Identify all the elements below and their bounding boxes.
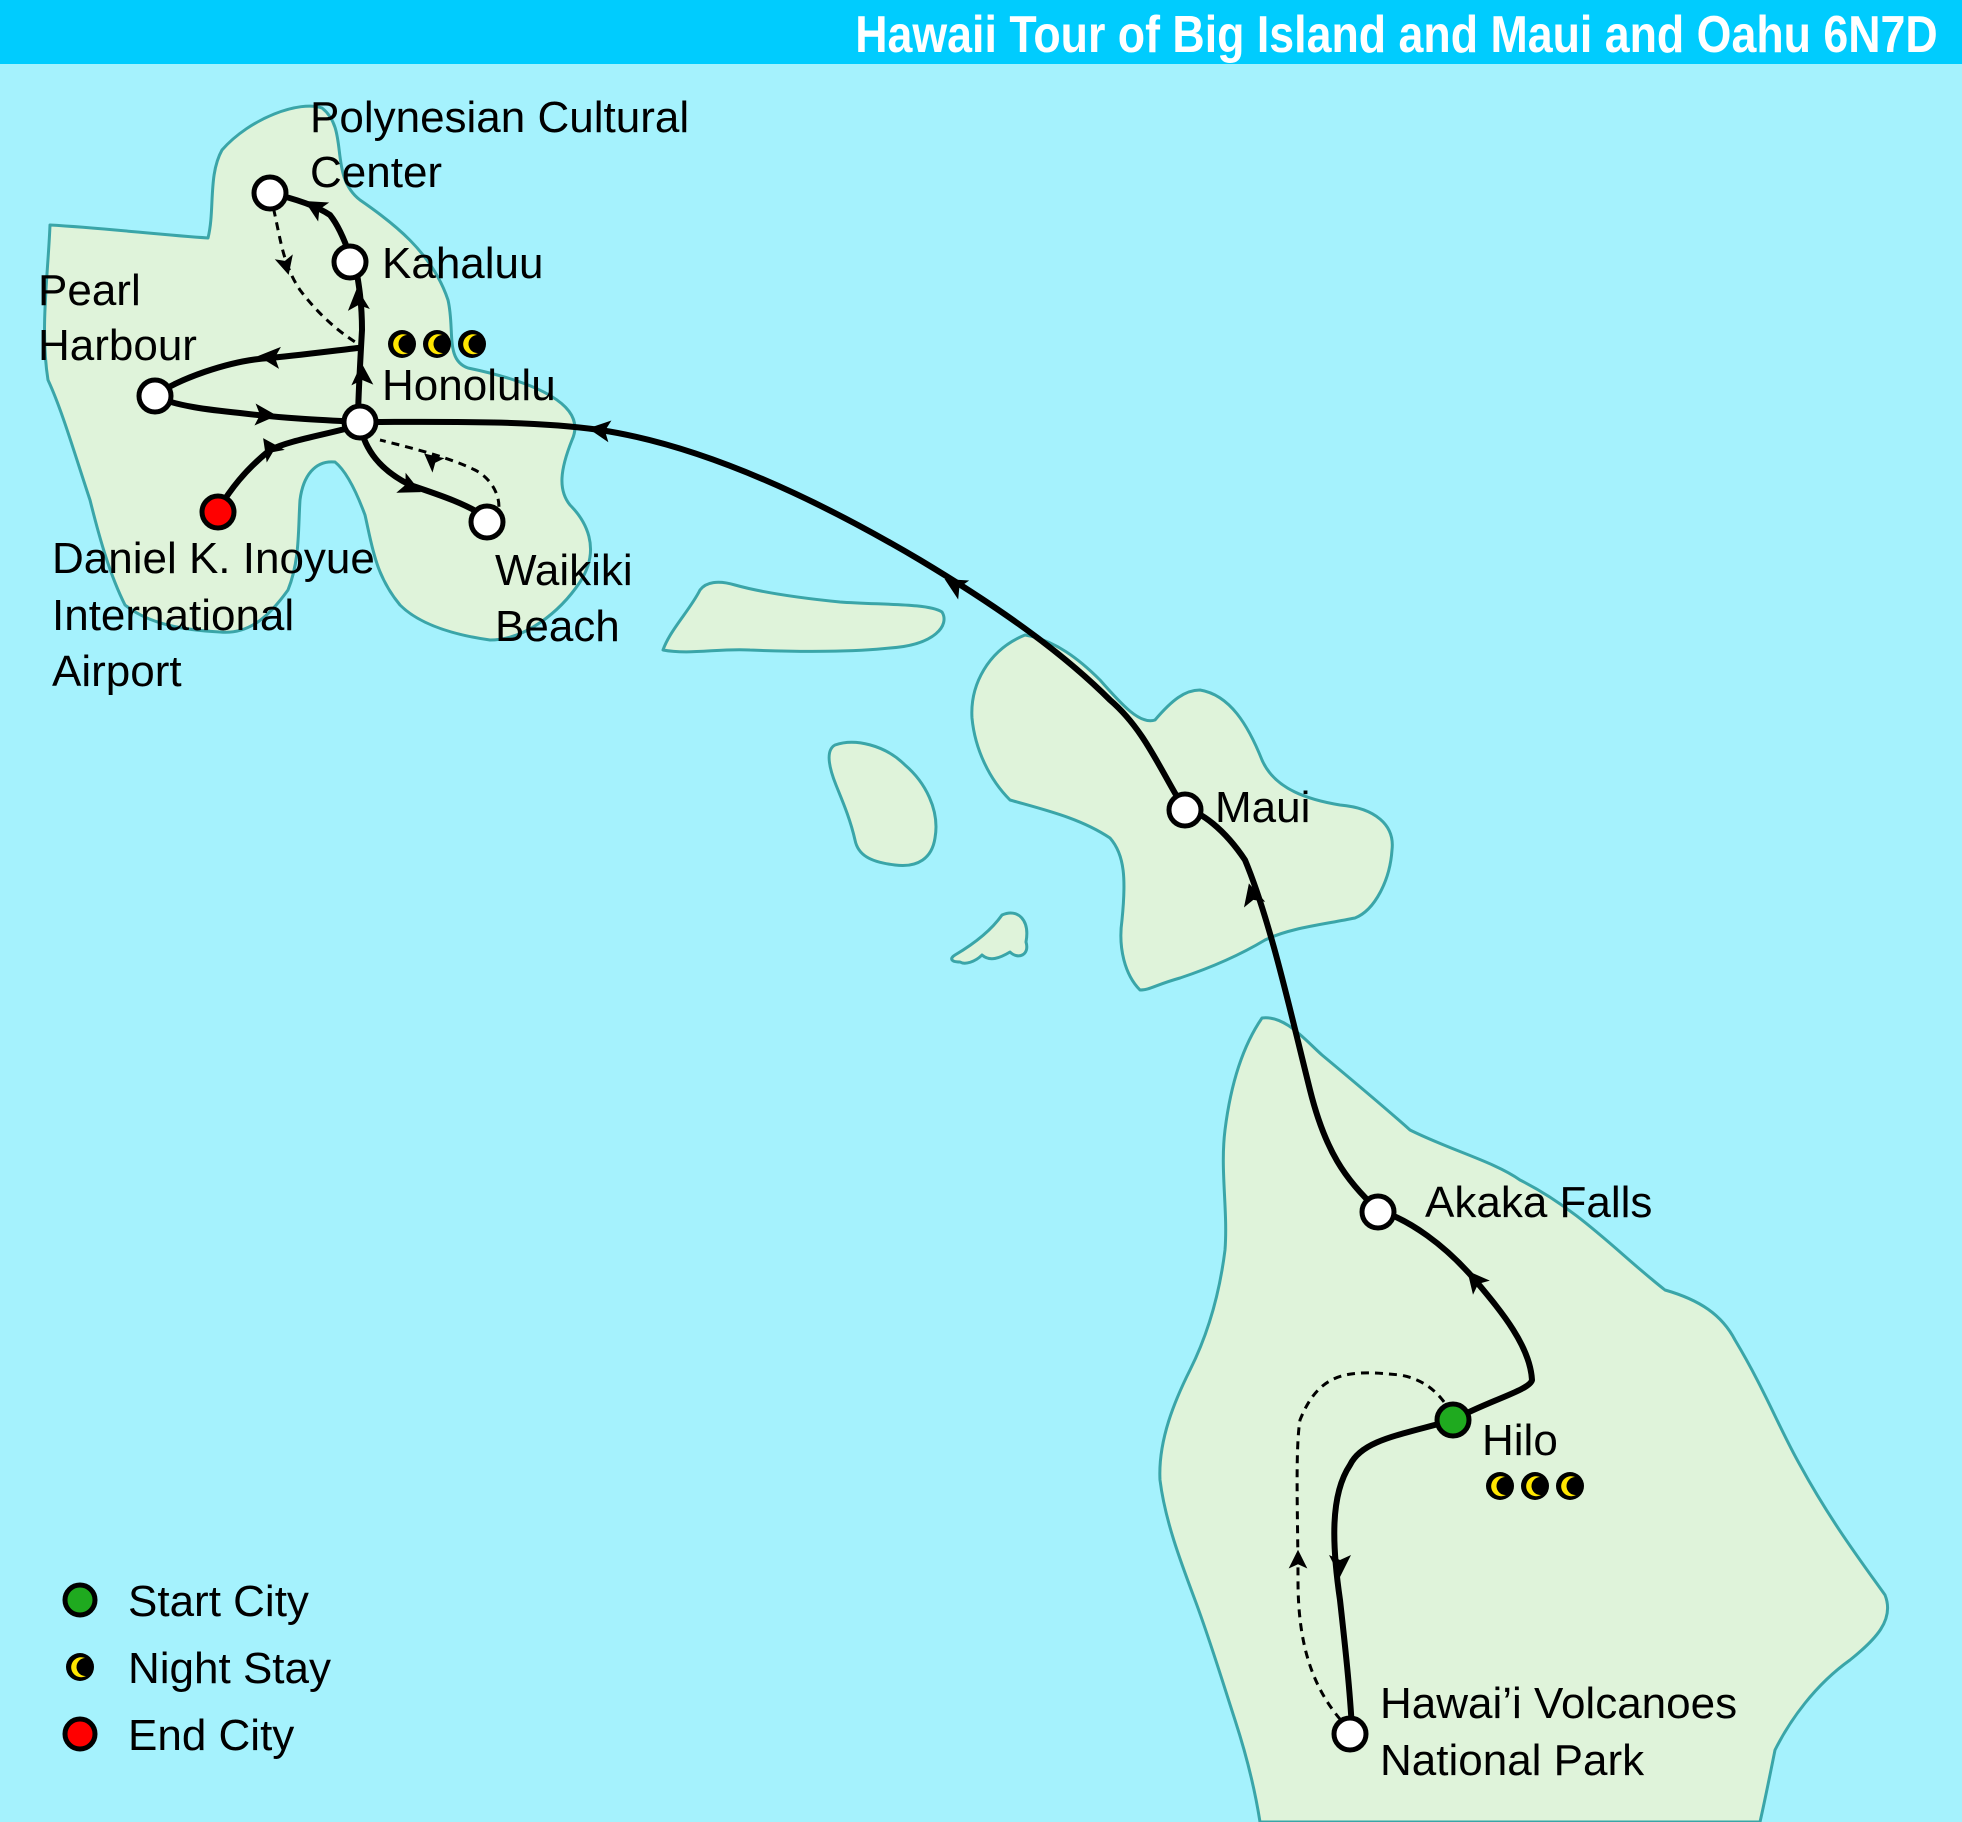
route-hilo-volcano <box>1331 1417 1456 1733</box>
title-bar: Hawaii Tour of Big Island and Maui and O… <box>0 0 1962 64</box>
label-airport-1: Daniel K. Inoyue <box>52 534 375 583</box>
island-oahu <box>43 104 592 642</box>
crescent-moon-icon <box>458 330 486 358</box>
route-maui-honolulu <box>357 418 1188 813</box>
route-akaka-maui <box>1182 807 1381 1213</box>
crescent-moon-icon <box>1556 1472 1584 1500</box>
route-honolulu-pearl <box>152 393 363 425</box>
green-circle-icon <box>62 1582 98 1618</box>
legend: Start City Night Stay End City <box>62 1577 331 1760</box>
stop-kahaluu <box>331 243 369 281</box>
stops <box>136 174 1472 1753</box>
label-polynesian-1: Polynesian Cultural <box>310 93 689 142</box>
label-honolulu: Honolulu <box>382 361 556 410</box>
crescent-moon-icon <box>388 330 416 358</box>
island-lanai <box>827 740 938 868</box>
label-pearl-1: Pearl <box>38 266 141 315</box>
legend-end-label: End City <box>128 1711 294 1760</box>
island-kahoolawe <box>950 911 1029 965</box>
stop-airport-end <box>199 493 237 531</box>
label-akaka-falls: Akaka Falls <box>1425 1178 1652 1227</box>
stop-akaka-falls <box>1359 1193 1397 1231</box>
label-waikiki-2: Beach <box>495 602 620 651</box>
label-maui: Maui <box>1215 783 1310 832</box>
label-kahaluu: Kahaluu <box>382 239 543 288</box>
crescent-moon-icon <box>423 330 451 358</box>
legend-start-label: Start City <box>128 1577 309 1626</box>
stop-pearl-harbour <box>136 377 174 415</box>
crescent-moon-icon <box>1521 1472 1549 1500</box>
label-airport-2: International <box>52 591 294 640</box>
label-hilo: Hilo <box>1482 1416 1558 1465</box>
dashed-routes <box>268 194 1457 1732</box>
dashed-route-volcano-hilo <box>1295 1371 1457 1732</box>
route-hilo-akaka <box>1375 1207 1535 1423</box>
label-volcano-1: Hawai’i Volcanoes <box>1380 1679 1737 1728</box>
label-waikiki-1: Waikiki <box>495 546 633 595</box>
stop-maui <box>1166 791 1204 829</box>
crescent-moon-icon <box>66 1653 94 1681</box>
dashed-route-polynesian-kahaluu <box>268 194 361 347</box>
islands <box>43 104 1890 1822</box>
solid-routes <box>152 190 1535 1733</box>
label-volcano-2: National Park <box>1380 1736 1645 1785</box>
island-molokai <box>661 580 946 654</box>
night-stays-honolulu <box>388 330 486 358</box>
place-labels: Polynesian Cultural Center Kahaluu Pearl… <box>38 93 1737 1785</box>
dashed-route-waikiki-honolulu <box>379 438 501 521</box>
red-circle-icon <box>62 1716 98 1752</box>
label-airport-3: Airport <box>52 647 182 696</box>
stop-honolulu <box>341 403 379 441</box>
stop-volcanoes <box>1331 1715 1369 1753</box>
crescent-moon-icon <box>1486 1472 1514 1500</box>
stop-waikiki <box>468 503 506 541</box>
label-pearl-2: Harbour <box>38 321 197 370</box>
stop-hilo-start <box>1434 1401 1472 1439</box>
label-polynesian-2: Center <box>310 148 442 197</box>
route-kahaluu-polynesian <box>267 190 355 265</box>
route-honolulu-kahaluu <box>352 259 365 423</box>
legend-night-label: Night Stay <box>128 1644 331 1693</box>
stop-polynesian <box>251 174 289 212</box>
night-stays-hilo <box>1486 1472 1584 1500</box>
map-title: Hawaii Tour of Big Island and Maui and O… <box>855 6 1938 64</box>
